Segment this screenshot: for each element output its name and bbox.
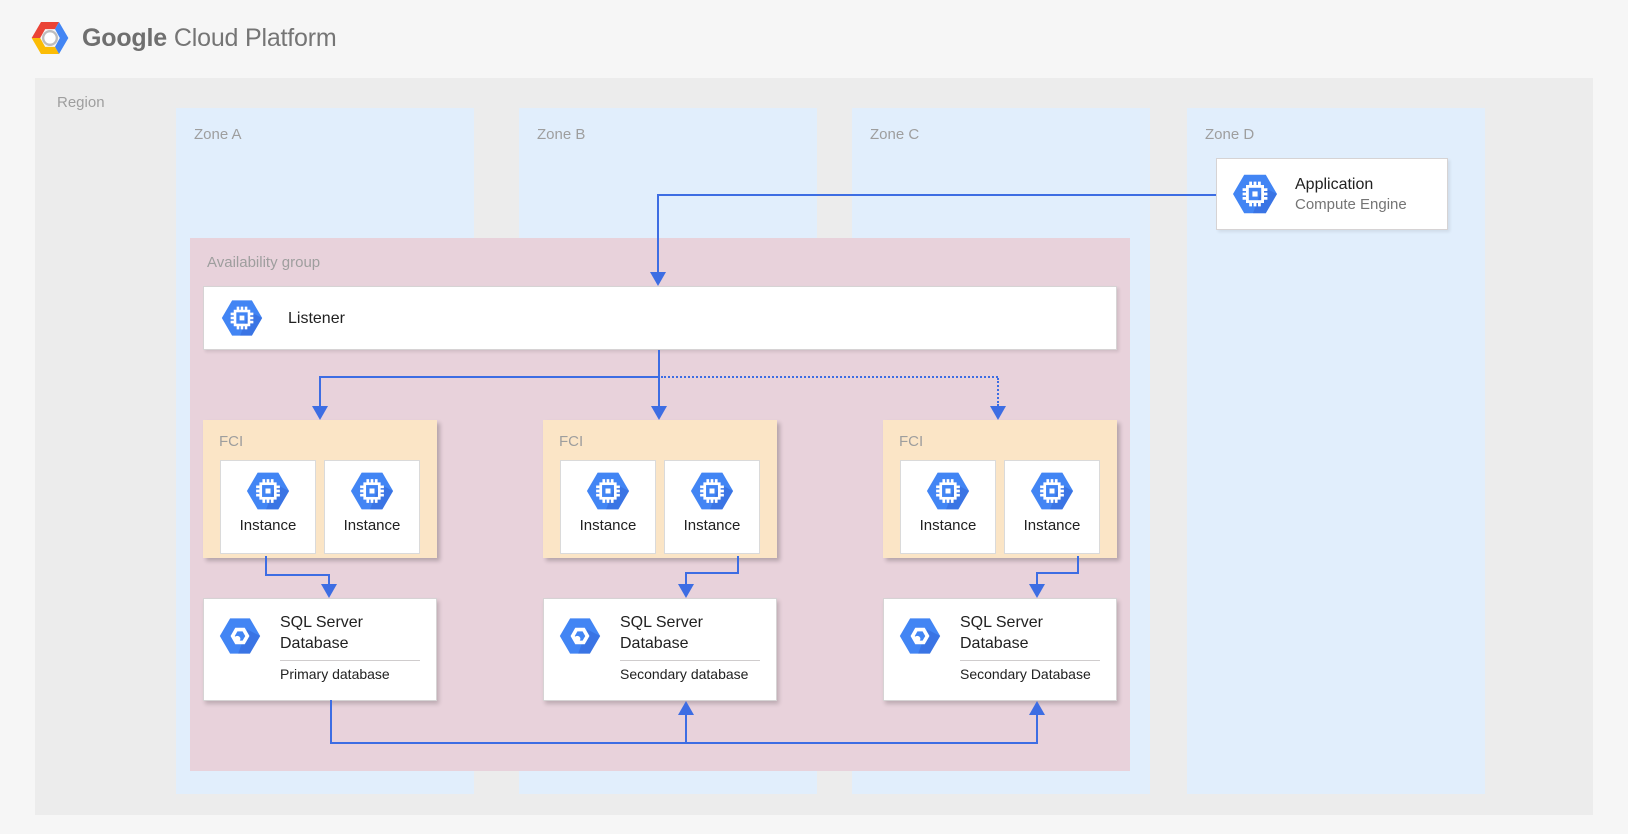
connector-fci-b-db [685, 572, 687, 586]
gcp-hexagon-logo-icon [30, 18, 70, 58]
application-text: Application Compute Engine [1295, 174, 1407, 215]
connector-fci-b-db [686, 572, 739, 574]
listener-label: Listener [288, 309, 345, 327]
connector-listener-fci-b [658, 376, 660, 406]
instance-card: Instance [324, 460, 420, 554]
connector-application-listener [658, 194, 1216, 196]
connector-fci-c-db [1077, 556, 1079, 574]
database-text: SQL Server Database Secondary Database [960, 612, 1100, 700]
connector-replication-c [1036, 714, 1038, 744]
zone-b-label: Zone B [537, 126, 586, 143]
sql-database-card-secondary-c: SQL Server Database Secondary Database [883, 598, 1117, 701]
instance-card: Instance [900, 460, 996, 554]
arrowhead-into-fci-c [990, 406, 1006, 420]
database-text: SQL Server Database Secondary database [620, 612, 760, 700]
arrowhead-into-db-c [1029, 584, 1045, 598]
database-text: SQL Server Database Primary database [280, 612, 420, 700]
instance-card: Instance [1004, 460, 1100, 554]
listener-card: Listener [203, 286, 1117, 350]
arrowhead-into-db-b [678, 584, 694, 598]
availability-group-label: Availability group [207, 254, 321, 271]
connector-replication-b [685, 714, 687, 744]
connector-fci-a-db [265, 556, 267, 576]
sql-database-card-secondary-b: SQL Server Database Secondary database [543, 598, 777, 701]
arrowhead-into-listener [650, 272, 666, 286]
arrowhead-into-db-b-bottom [678, 701, 694, 715]
fci-group-b: FCI Instance Instance [543, 420, 777, 558]
connector-listener-fci-a [319, 376, 660, 378]
arrowhead-into-fci-b [651, 406, 667, 420]
zone-c-label: Zone C [870, 126, 920, 143]
connector-replication [330, 742, 1038, 744]
connector-fci-a-db [328, 574, 330, 586]
database-divider [620, 660, 760, 661]
compute-engine-icon [585, 468, 631, 514]
compute-engine-icon [689, 468, 735, 514]
instance-label: Instance [239, 517, 297, 534]
fci-c-label: FCI [899, 433, 924, 450]
database-subtitle: Primary database [280, 666, 390, 682]
instance-label: Instance [579, 517, 637, 534]
brand-part-2: Cloud Platform [173, 23, 337, 52]
compute-engine-icon [925, 468, 971, 514]
fci-a-label: FCI [219, 433, 244, 450]
database-subtitle: Secondary database [620, 666, 749, 682]
instance-label: Instance [919, 517, 977, 534]
zone-a-label: Zone A [194, 126, 242, 143]
compute-engine-icon [1231, 170, 1279, 218]
region-label: Region [57, 94, 105, 111]
application-card: Application Compute Engine [1216, 158, 1448, 230]
compute-engine-icon [1029, 468, 1075, 514]
compute-engine-icon [245, 468, 291, 514]
instance-label: Instance [343, 517, 401, 534]
zone-d-label: Zone D [1205, 126, 1255, 143]
sql-server-database-icon [898, 614, 942, 658]
connector-listener-fci-a [319, 376, 321, 406]
arrowhead-into-fci-a [312, 406, 328, 420]
compute-engine-icon [220, 296, 264, 340]
connector-application-listener [657, 194, 659, 274]
connector-fci-a-db [265, 574, 330, 576]
fci-b-label: FCI [559, 433, 584, 450]
instance-card: Instance [220, 460, 316, 554]
sql-database-card-primary: SQL Server Database Primary database [203, 598, 437, 701]
connector-fci-b-db [737, 556, 739, 574]
instance-label: Instance [1023, 517, 1081, 534]
connector-fci-c-db [1037, 572, 1079, 574]
compute-engine-icon [349, 468, 395, 514]
connector-replication [330, 700, 332, 744]
connector-fci-c-db [1036, 572, 1038, 586]
sql-server-database-icon [558, 614, 602, 658]
database-divider [280, 660, 420, 661]
fci-group-a: FCI Instance Instance [203, 420, 437, 558]
instance-card: Instance [560, 460, 656, 554]
database-subtitle: Secondary Database [960, 666, 1091, 682]
database-title: SQL Server Database [280, 614, 363, 652]
arrowhead-into-db-c-bottom [1029, 701, 1045, 715]
database-title: SQL Server Database [960, 614, 1043, 652]
arrowhead-into-db-a [321, 584, 337, 598]
connector-listener-fci-c-dotted [997, 378, 999, 406]
connector-listener-fci-c-dotted [661, 376, 998, 378]
instance-card: Instance [664, 460, 760, 554]
application-title: Application [1295, 175, 1374, 193]
fci-group-c: FCI Instance Instance [883, 420, 1117, 558]
brand-part-1: Google [82, 23, 167, 52]
connector-listener-stem [658, 350, 660, 377]
database-title: SQL Server Database [620, 614, 703, 652]
application-subtitle: Compute Engine [1295, 195, 1407, 213]
instance-label: Instance [683, 517, 741, 534]
database-divider [960, 660, 1100, 661]
sql-server-database-icon [218, 614, 262, 658]
